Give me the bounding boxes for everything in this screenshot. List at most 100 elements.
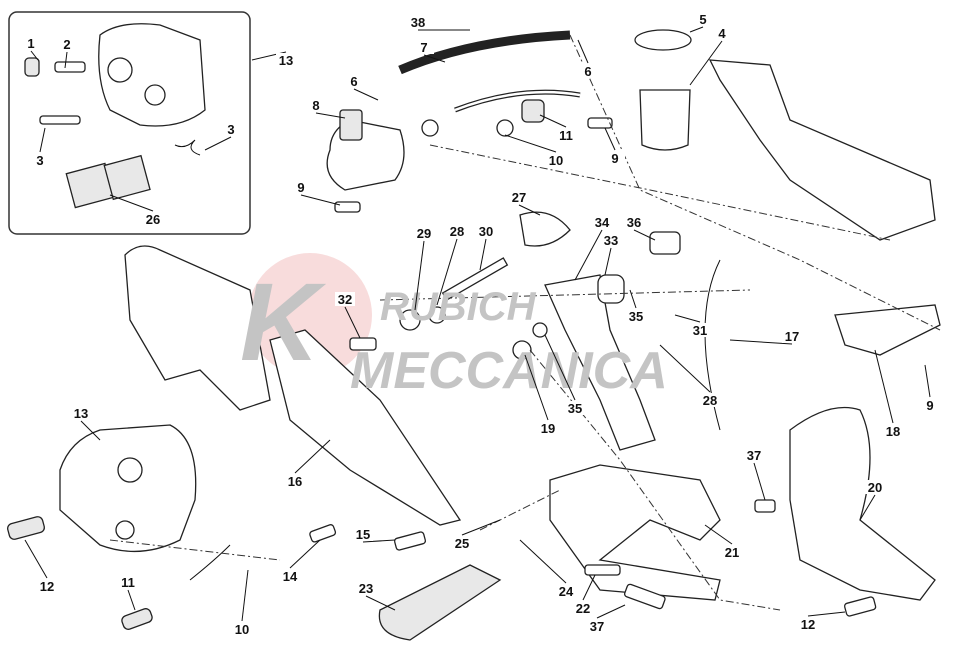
- callout-bg: [344, 74, 364, 88]
- callout-bg: [601, 233, 621, 247]
- part-callout-21: 21: [725, 545, 739, 560]
- callout-bg: [865, 480, 885, 494]
- leader-line: [539, 114, 567, 128]
- leader-line: [859, 494, 876, 521]
- part-callout-37: 37: [590, 619, 604, 634]
- callout-bg: [920, 398, 940, 412]
- footpeg-and-plate: [309, 304, 941, 641]
- callout-bg: [232, 622, 252, 636]
- part-callout-29: 29: [417, 226, 431, 241]
- leader-line: [604, 127, 616, 151]
- part-callout-13: 13: [74, 406, 88, 421]
- part-callout-12: 12: [40, 579, 54, 594]
- part-callout-25: 25: [455, 536, 469, 551]
- callout-bg: [285, 474, 305, 488]
- leader-line: [436, 238, 458, 306]
- part-callout-11: 11: [559, 128, 573, 143]
- part-callout-2: 2: [63, 37, 70, 52]
- callout-bg: [700, 393, 720, 407]
- part-callout-11: 11: [121, 575, 135, 590]
- callout-bg: [744, 448, 764, 462]
- part-callout-13: 13: [279, 53, 293, 68]
- part-callout-5: 5: [699, 12, 706, 27]
- part-callout-33: 33: [604, 233, 618, 248]
- part-callout-38: 38: [411, 15, 425, 30]
- rear-master-cylinder: [326, 30, 613, 213]
- leader-line: [365, 595, 396, 611]
- part-callout-16: 16: [288, 474, 302, 489]
- callout-bg: [509, 190, 529, 204]
- callout-bg: [592, 215, 612, 229]
- part-callout-4: 4: [718, 26, 726, 41]
- callout-bg: [578, 64, 598, 78]
- leader-line: [874, 349, 894, 424]
- callout-bg: [408, 15, 428, 29]
- inset-box: [8, 11, 251, 235]
- callout-bg: [883, 424, 903, 438]
- part-callout-28: 28: [703, 393, 717, 408]
- part-callout-9: 9: [926, 398, 933, 413]
- part-callout-9: 9: [611, 151, 618, 166]
- part-callout-32: 32: [338, 292, 352, 307]
- leader-line: [519, 539, 567, 584]
- callout-bg: [624, 215, 644, 229]
- leader-line: [204, 136, 232, 151]
- callout-bg: [30, 153, 50, 167]
- rear-brake-caliper: [7, 424, 231, 630]
- leader-line: [109, 194, 154, 212]
- leader-line: [524, 354, 549, 421]
- callout-bg: [143, 212, 163, 226]
- watermark-logo: K RUBICH MECCANICA: [240, 261, 668, 400]
- brake-fluid-reservoir: [634, 29, 936, 241]
- leader-line: [241, 569, 249, 622]
- leader-line: [479, 238, 487, 271]
- leader-line: [423, 54, 446, 63]
- leader-line: [127, 589, 136, 611]
- part-callout-17: 17: [785, 329, 799, 344]
- leader-line: [674, 314, 701, 323]
- inset-caliper: [24, 23, 206, 209]
- callout-bg: [693, 12, 713, 26]
- part-callout-28: 28: [450, 224, 464, 239]
- part-callout-19: 19: [541, 421, 555, 436]
- callout-bg: [565, 401, 585, 415]
- callout-bg: [356, 581, 376, 595]
- watermark-line2: MECCANICA: [350, 342, 668, 400]
- callout-bg: [798, 617, 818, 631]
- part-callout-30: 30: [479, 224, 493, 239]
- part-callout-23: 23: [359, 581, 373, 596]
- callout-bg: [414, 226, 434, 240]
- part-callout-26: 26: [146, 212, 160, 227]
- part-callout-8: 8: [312, 98, 319, 113]
- leader-line: [807, 611, 846, 617]
- part-callout-35: 35: [629, 309, 643, 324]
- part-callout-7: 7: [420, 40, 427, 55]
- callout-bg: [690, 323, 710, 337]
- part-callout-3: 3: [36, 153, 43, 168]
- leader-line: [300, 194, 341, 206]
- callout-bg: [353, 527, 373, 541]
- leader-line: [344, 306, 361, 339]
- watermark-line1: RUBICH: [380, 285, 537, 329]
- callout-bg: [414, 40, 434, 54]
- part-callout-3: 3: [227, 122, 234, 137]
- part-callout-6: 6: [350, 74, 357, 89]
- leader-line: [80, 420, 101, 441]
- leader-line: [289, 539, 321, 569]
- part-callout-27: 27: [512, 190, 526, 205]
- leader-line: [518, 204, 541, 216]
- callout-bg: [782, 329, 802, 343]
- brake-pedal-assembly: [349, 211, 721, 451]
- part-callout-35: 35: [568, 401, 582, 416]
- leader-line: [596, 604, 626, 619]
- callout-bg: [71, 406, 91, 420]
- leader-line: [461, 519, 501, 536]
- callout-bg: [556, 128, 576, 142]
- leader-line: [353, 88, 379, 101]
- part-callout-31: 31: [693, 323, 707, 338]
- callout-bg: [291, 180, 311, 194]
- leader-line: [414, 240, 425, 311]
- leader-line: [729, 339, 793, 345]
- leader-line: [504, 134, 557, 153]
